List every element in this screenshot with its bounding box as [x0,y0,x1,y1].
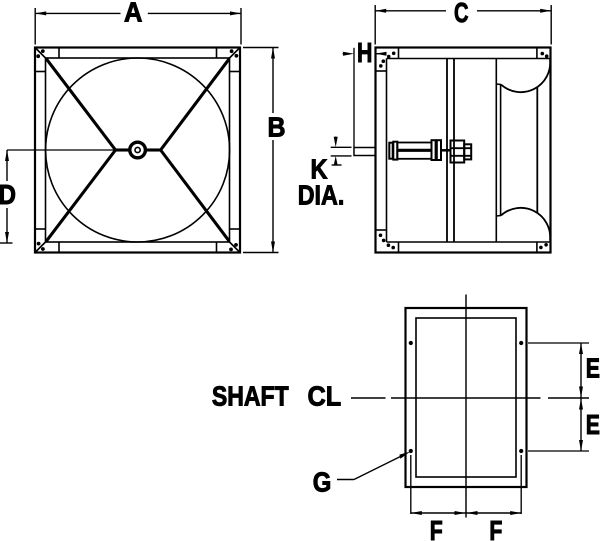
svg-text:K: K [311,154,328,185]
svg-text:F: F [489,515,502,541]
svg-text:F: F [430,515,443,541]
svg-text:C: C [454,0,469,28]
svg-text:E: E [586,409,600,440]
svg-text:DIA.: DIA. [298,180,345,211]
svg-text:G: G [313,467,332,498]
svg-text:H: H [357,37,372,68]
svg-text:D: D [0,179,16,210]
svg-text:SHAFT: SHAFT [212,381,289,412]
svg-text:A: A [124,0,142,28]
svg-text:E: E [586,353,600,384]
svg-text:B: B [268,111,286,142]
svg-text:CL: CL [308,381,342,412]
